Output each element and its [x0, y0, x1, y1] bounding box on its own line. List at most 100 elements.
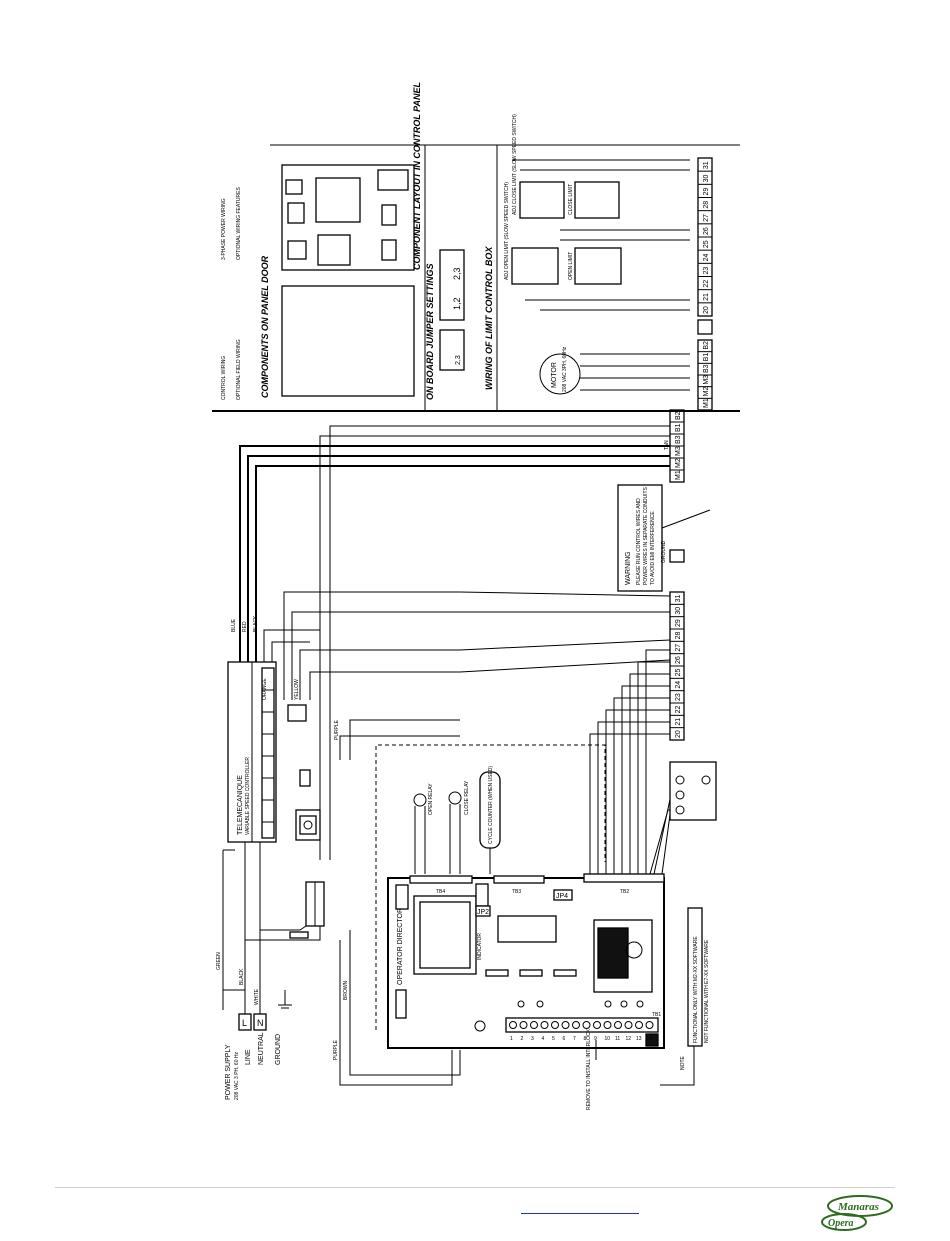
terminal-number: M2: [703, 387, 710, 397]
terminal-number: 22: [675, 705, 682, 713]
vfd-controller: TELEMECANIQUE VARIABLE SPEED CONTROLLER: [227, 661, 321, 843]
adj-open-label: ADJ OPEN LIMIT (SLOW SPEED SWITCH): [504, 182, 510, 280]
neutral-terminal-letter: N: [257, 1018, 264, 1028]
black-wire-label: BLACK: [253, 615, 259, 632]
brown-wire: [349, 930, 461, 1076]
tb1-terminal-number: 2: [521, 1036, 524, 1042]
terminal-number: M3: [675, 446, 682, 456]
terminal-number: 27: [703, 214, 710, 222]
vfd-subtitle: VARIABLE SPEED CONTROLLER: [245, 757, 251, 835]
board-title: OPERATOR DIRECTOR: [397, 908, 404, 985]
jumper-val-3: 2,3: [452, 267, 462, 280]
tb1-terminal-number: 3: [531, 1036, 534, 1042]
terminal-number: 23: [675, 693, 682, 701]
ground-label: GROUND: [275, 1034, 282, 1065]
tb1-terminal-screw: [540, 1021, 549, 1029]
jumper-settings-title: ON BOARD JUMPER SETTINGS: [425, 263, 435, 400]
legend-features: OPTIONAL WIRING FEATURES: [236, 187, 242, 260]
tb1-terminal-screw: [614, 1021, 622, 1029]
terminal-number: 22: [703, 280, 710, 288]
black-label: BLACK: [239, 968, 245, 985]
warning-title: WARNING: [625, 551, 632, 585]
company-logo: Manaras Opera: [821, 1195, 893, 1231]
motor-wire-m1: [239, 445, 460, 662]
brown-wire-label: BROWN: [343, 980, 349, 1000]
limit-box-title: WIRING OF LIMIT CONTROL BOX: [484, 246, 494, 390]
jp4-box: [553, 889, 573, 901]
tb1-terminal-screw: [593, 1021, 601, 1029]
terminal-number: 21: [675, 718, 682, 726]
jumper-settings: ON BOARD JUMPER SETTINGS 2,3 1,2 2,3: [425, 249, 465, 400]
tb1-terminal-number: 7: [573, 1036, 576, 1042]
tb1-label: TB1: [652, 1012, 661, 1018]
terminal-number: B2: [703, 341, 710, 350]
purple-wire: [339, 940, 453, 1086]
legend-control: CONTROL WIRING: [221, 356, 227, 400]
jumper-val-2: 1,2: [452, 297, 462, 310]
tb1-terminal-number: 11: [615, 1036, 620, 1042]
motor-symbol: MOTOR 208 VAC 3PH, 60Hz: [539, 346, 581, 395]
fuse: [289, 931, 309, 939]
motor-spec: 208 VAC 3PH, 60Hz: [562, 346, 568, 392]
tb3-strip: [493, 875, 545, 884]
purple-wire-label-2: PURPLE: [333, 1039, 339, 1060]
tb1-terminal-number: 6: [563, 1036, 566, 1042]
jumper-val-1: 2,3: [455, 355, 462, 365]
control-panel-layout: [281, 164, 415, 271]
tb1-terminal-number: 4: [542, 1036, 545, 1042]
tb1-terminal-number: 8: [584, 1036, 587, 1042]
neutral-label: NEUTRAL: [258, 1032, 265, 1065]
terminal-number: 28: [703, 201, 710, 209]
orange-wire-label: ORANGE: [262, 678, 268, 700]
terminal-number: 24: [675, 681, 682, 689]
terminal-number: 20: [703, 306, 710, 314]
terminal-number: 21: [703, 293, 710, 301]
tb2-control-wires: [589, 649, 670, 874]
blue-wire-label: BLUE: [231, 618, 237, 632]
motor-wire-m3: [255, 465, 460, 662]
tb1-terminal-number: 1: [510, 1036, 513, 1042]
tb4-strip: [409, 875, 473, 884]
footer-rule: [55, 1187, 895, 1188]
tb1-terminal-screw: [509, 1021, 517, 1029]
open-relay-coil: [413, 793, 427, 807]
tb1-terminal-screw: [561, 1021, 570, 1029]
power-supply-label: POWER SUPPLY: [225, 1044, 232, 1100]
terminal-number: B3: [675, 435, 682, 444]
white-label: WHITE: [254, 988, 260, 1005]
terminal-number: 31: [703, 161, 710, 169]
tb1-terminal-screw: [572, 1021, 580, 1029]
tb2-label: TB2: [620, 889, 629, 895]
red-wire-label: RED: [242, 621, 248, 632]
tb1-terminal-screw: [603, 1021, 612, 1029]
tb1-terminal-screw: [624, 1021, 633, 1029]
note-title: NOTE: [680, 1055, 686, 1070]
terminal-number: 26: [675, 656, 682, 664]
tb1-terminal-screw: [530, 1021, 538, 1029]
note-line1: FUNCTIONAL ONLY WITH M2-XX SOFTWARE: [693, 936, 699, 1043]
footer-link-underline[interactable]: [521, 1213, 639, 1214]
components-door-title: COMPONENTS ON PANEL DOOR: [260, 255, 270, 398]
tb1-terminal-number: 13: [636, 1036, 642, 1042]
close-limit-label: CLOSE LIMIT: [568, 184, 574, 215]
motor-wire-m2: [247, 455, 460, 662]
legend-power: 3-PHASE POWER WIRING: [221, 198, 227, 260]
software-note: FUNCTIONAL ONLY WITH M2-XX SOFTWARE NOT …: [660, 907, 710, 1086]
terminal-number: 31: [675, 594, 682, 602]
note-line2: NOT FUNCTIONAL WITH E7-XX SOFTWARE: [704, 939, 710, 1043]
open-relay-label: OPEN RELAY: [428, 783, 434, 815]
tb1-terminal-number: 12: [626, 1036, 632, 1042]
tb1-terminal-screw: [551, 1021, 559, 1029]
tb1-terminal-screw: [582, 1021, 591, 1029]
vfd-terminal-strip: [261, 667, 275, 839]
logo-text-2: Opera: [828, 1218, 854, 1229]
tb1-terminal-screw: [645, 1021, 654, 1029]
right-ground-terminal: [697, 319, 713, 335]
jp4-label: JP4: [556, 893, 568, 900]
terminal-number: 27: [675, 644, 682, 652]
power-supply-section: POWER SUPPLY 208 VAC 3 PH, 60 Hz LINE NE…: [216, 830, 292, 1100]
